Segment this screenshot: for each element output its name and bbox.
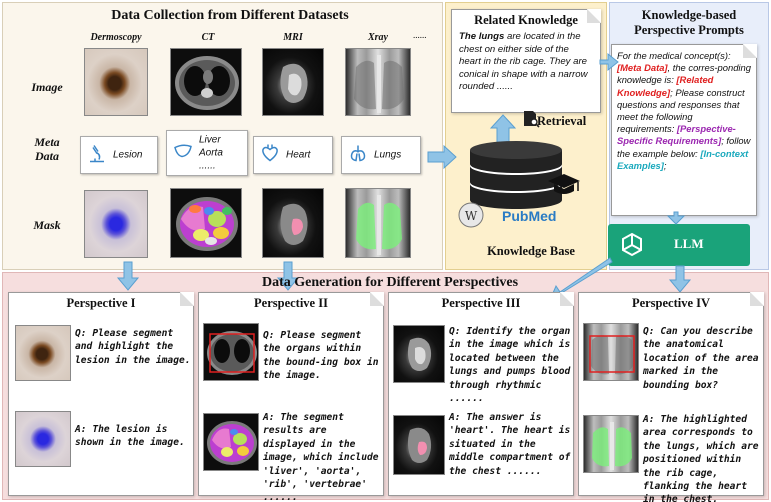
page-fold-icon bbox=[370, 292, 384, 306]
meta-tag-liver-aorta: Liver Aorta ...... bbox=[166, 130, 248, 176]
prompt-part: For the medical concept(s): bbox=[617, 50, 731, 61]
column-dermoscopy: Dermoscopy bbox=[90, 32, 142, 43]
p1-question: Q: Please segment and highlight the lesi… bbox=[75, 328, 191, 366]
prompt-meta-slot: [Meta Data] bbox=[617, 62, 668, 74]
arrow-down-2-icon bbox=[276, 261, 300, 291]
svg-text:W: W bbox=[465, 209, 478, 223]
column-ct: CT bbox=[201, 32, 215, 43]
column-xray: Xray bbox=[368, 32, 388, 43]
related-knowledge-lead: The lungs bbox=[459, 31, 505, 42]
meta-tag-label: Liver Aorta ...... bbox=[199, 134, 223, 172]
retrieval-label: Retrieval bbox=[537, 114, 587, 128]
related-knowledge-text: The lungs are located in the chest on ei… bbox=[452, 28, 600, 94]
perspective-3-card: Perspective III Q: Identify the organ in… bbox=[388, 292, 574, 496]
dermoscopy-mask bbox=[84, 190, 148, 258]
p2-question: Q: Please segment the organs within the … bbox=[263, 330, 379, 382]
column-ellipsis: ...... bbox=[413, 30, 427, 40]
heart-icon bbox=[260, 144, 280, 167]
prompt-incontext-slot: [In-context Examples] bbox=[617, 147, 749, 171]
mri-mask bbox=[262, 188, 324, 258]
prompt-related-slot: [Related Knowledge] bbox=[617, 74, 714, 98]
search-doc-icon bbox=[522, 110, 540, 133]
perspective-1-card: Perspective I Q: Please segment and high… bbox=[8, 292, 194, 496]
arrow-to-prompt-icon bbox=[599, 52, 619, 72]
meta-tag-label: Lungs bbox=[374, 149, 402, 161]
perspective-3-title: Perspective III bbox=[441, 296, 521, 310]
wikipedia-icon: W bbox=[458, 202, 484, 233]
knowledge-base-label: Knowledge Base bbox=[487, 244, 575, 258]
meta-tag-heart: Heart bbox=[253, 136, 333, 174]
meta-tag-label: Lesion bbox=[113, 149, 143, 161]
perspective-4-card: Perspective IV Q: Can you describe the a… bbox=[578, 292, 764, 502]
openai-logo-icon bbox=[618, 231, 646, 263]
perspective-2-title: Perspective II bbox=[254, 296, 328, 310]
pubmed-logo: PubMed bbox=[502, 208, 557, 224]
perspective-1-title: Perspective I bbox=[66, 296, 136, 310]
related-knowledge-body: are located in the chest on either side … bbox=[459, 31, 588, 93]
related-knowledge-card: Related Knowledge The lungs are located … bbox=[451, 9, 601, 113]
arrow-llm-to-p4-icon bbox=[668, 265, 692, 293]
page-fold-icon bbox=[750, 292, 764, 306]
xray-mask bbox=[345, 188, 411, 258]
microscope-icon bbox=[87, 144, 107, 167]
p4-answer: A: The highlighted area corresponds to t… bbox=[643, 414, 759, 502]
meta-tag-label: Heart bbox=[286, 149, 311, 161]
arrow-to-knowledge-base-icon bbox=[427, 144, 457, 170]
liver-icon bbox=[173, 142, 193, 165]
p4-answer-image bbox=[583, 415, 639, 473]
p4-question: Q: Can you describe the anatomical locat… bbox=[643, 326, 759, 391]
meta-tag-lungs: Lungs bbox=[341, 136, 421, 174]
meta-tag-lesion: Lesion bbox=[80, 136, 158, 174]
row-meta-data: Meta Data bbox=[34, 135, 60, 163]
arrow-to-llm-icon bbox=[666, 211, 686, 225]
page-fold-icon bbox=[743, 44, 757, 58]
collection-title: Data Collection from Different Datasets bbox=[111, 8, 349, 23]
prompt-title: Knowledge-based Perspective Prompts bbox=[634, 8, 744, 37]
ct-mask bbox=[170, 188, 242, 258]
p4-question-image bbox=[583, 323, 639, 381]
p3-answer-image bbox=[393, 415, 445, 475]
prompt-perspective-slot: [Perspective-Specific Requirements] bbox=[617, 123, 736, 147]
database-icon bbox=[466, 140, 566, 215]
prompt-card: For the medical concept(s): [Meta Data],… bbox=[611, 44, 757, 216]
prompt-part: , the corres-ponding knowledge is: bbox=[617, 62, 751, 86]
p1-answer: A: The lesion is shown in the image. bbox=[75, 424, 185, 449]
prompt-part: ; bbox=[663, 159, 667, 171]
llm-box: LLM bbox=[608, 224, 750, 266]
p2-answer: A: The segment results are displayed in … bbox=[263, 412, 379, 502]
prompt-part: ; follow the example below: bbox=[617, 135, 751, 159]
prompt-part: ; Please construct questions and respons… bbox=[617, 86, 745, 135]
llm-label: LLM bbox=[674, 236, 704, 251]
row-image: Image bbox=[31, 80, 63, 94]
column-mri: MRI bbox=[283, 32, 303, 43]
related-knowledge-title: Related Knowledge bbox=[474, 13, 578, 27]
perspective-2-card: Perspective II Q: Please segment the org… bbox=[198, 292, 384, 502]
xray-image bbox=[345, 48, 411, 116]
p3-question: Q: Identify the organ in the image which… bbox=[449, 326, 571, 405]
p3-answer: A: The answer is 'heart'. The heart is s… bbox=[449, 412, 571, 477]
page-fold-icon bbox=[180, 292, 194, 306]
page-fold-icon bbox=[560, 292, 574, 306]
generation-title: Data Generation for Different Perspectiv… bbox=[261, 275, 519, 290]
page-fold-icon bbox=[587, 9, 601, 23]
perspective-4-title: Perspective IV bbox=[631, 296, 711, 310]
lungs-icon bbox=[348, 144, 368, 167]
p1-question-image bbox=[15, 325, 71, 381]
p2-question-image bbox=[203, 323, 259, 381]
mri-image bbox=[262, 48, 324, 116]
p2-answer-image bbox=[203, 413, 259, 471]
prompt-text: For the medical concept(s): [Meta Data],… bbox=[612, 45, 756, 177]
row-mask: Mask bbox=[33, 218, 61, 232]
graduation-cap-icon bbox=[546, 173, 582, 204]
p3-question-image bbox=[393, 325, 445, 383]
arrow-down-1-icon bbox=[116, 261, 140, 291]
p1-answer-image bbox=[15, 411, 71, 467]
dermoscopy-image bbox=[84, 48, 148, 116]
ct-image bbox=[170, 48, 242, 116]
